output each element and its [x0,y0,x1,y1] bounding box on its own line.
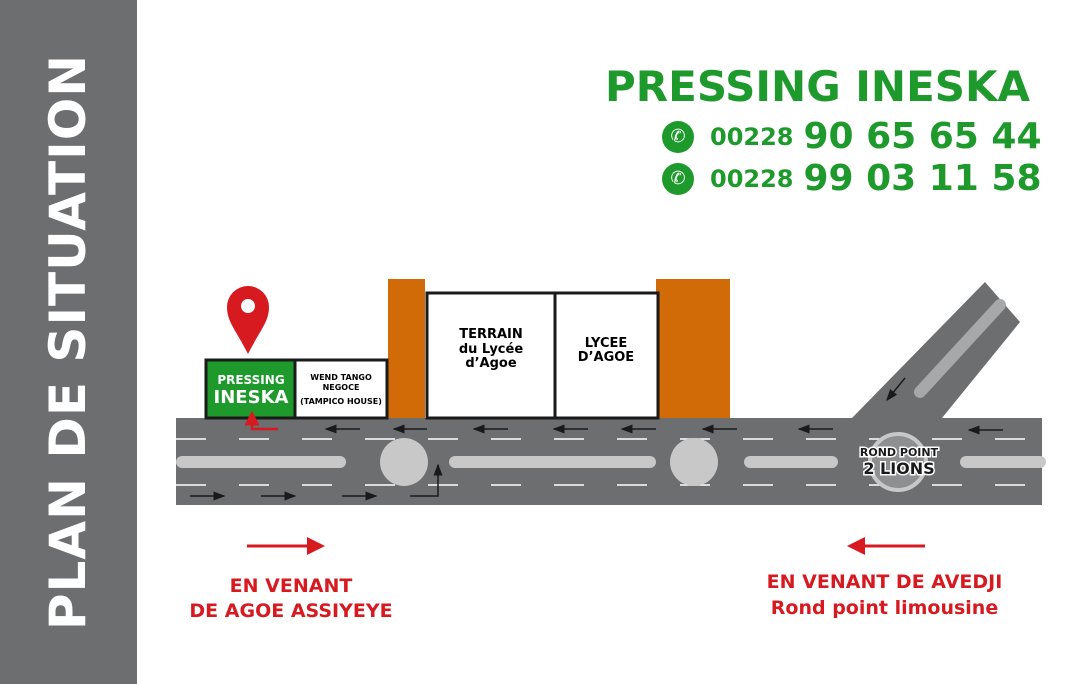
svg-text:NEGOCE: NEGOCE [323,383,360,392]
location-pin-icon [227,286,269,354]
svg-text:d’Agoe: d’Agoe [465,356,517,371]
direction-right: EN VENANT DE AVEDJI Rond point limousine [752,571,1017,619]
phone-line: ✆ 00228 90 65 65 44 [662,116,1042,157]
terrain-lycee-building: TERRAIN du Lycée d’Agoe [425,291,557,420]
entrance-arrow-icon [244,410,278,431]
svg-text:LYCEE: LYCEE [585,336,628,351]
svg-text:ROND POINT: ROND POINT [860,446,939,459]
phone-number: 90 65 65 44 [803,116,1042,157]
roundabout-2 [670,438,718,486]
direction-left-line2: DE AGOE ASSIYEYE [189,600,393,622]
whatsapp-line: ✆ 00228 99 03 11 58 [662,158,1042,199]
roundabout-1 [380,438,428,486]
whatsapp-icon: ✆ [662,162,694,195]
phone-icon: ✆ [662,120,694,153]
sidebar: PLAN DE SITUATION [0,0,137,684]
direction-right-line1: EN VENANT DE AVEDJI [766,571,1003,593]
svg-text:2 LIONS: 2 LIONS [863,459,934,478]
whatsapp-prefix: 00228 [710,164,794,193]
svg-text:PRESSING: PRESSING [217,373,284,387]
roundabout-2-lions [868,432,928,492]
orange-block [656,279,730,418]
svg-text:INESKA: INESKA [214,387,289,408]
lycee-agoe-building: LYCEE D’AGOE [553,291,660,420]
main-road [176,418,1046,505]
brand-title: PRESSING INESKA [605,62,1031,111]
whatsapp-number: 99 03 11 58 [803,158,1042,199]
svg-text:D’AGOE: D’AGOE [578,350,634,365]
svg-text:WEND TANGO: WEND TANGO [310,373,372,382]
pressing-ineska-building: PRESSING INESKA [204,358,297,420]
svg-text:TERRAIN: TERRAIN [459,327,523,342]
wend-tango-building: WEND TANGO NEGOCE (TAMPICO HOUSE) [293,358,389,420]
svg-text:(TAMPICO HOUSE): (TAMPICO HOUSE) [300,397,382,406]
svg-text:du Lycée: du Lycée [459,342,523,357]
roundabout-label: ROND POINT 2 LIONS [858,445,940,480]
direction-right-line2: Rond point limousine [770,597,999,619]
direction-left-line1: EN VENANT [229,575,353,597]
orange-block [388,279,425,418]
direction-left: EN VENANT DE AGOE ASSIYEYE [186,575,396,622]
diagonal-road [852,282,1020,418]
phone-prefix: 00228 [710,122,794,151]
